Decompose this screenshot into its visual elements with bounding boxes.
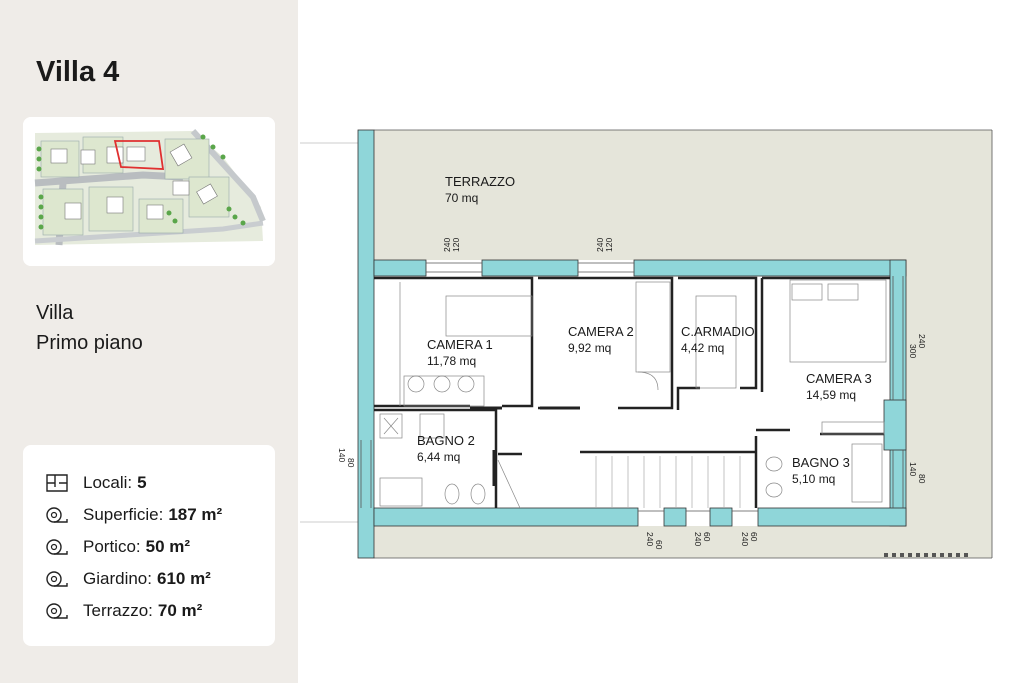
room-camera3-name: CAMERA 3 [806, 371, 872, 386]
info-value: 610 m² [156, 569, 211, 588]
dim-w1-top: 120 [451, 238, 461, 252]
terrace-strip [374, 526, 992, 558]
info-label: Locali: [83, 473, 133, 492]
sidebar: Villa 4 [0, 0, 298, 683]
room-camera2-name: CAMERA 2 [568, 324, 634, 339]
wall-right [889, 259, 907, 527]
dim-bot3-a: 60 [749, 532, 759, 542]
info-row-locali: Locali: 5 [45, 471, 147, 495]
wall-bottom-2 [663, 507, 687, 527]
wall-bottom-1 [373, 507, 639, 527]
dim-w2-bot: 240 [595, 238, 605, 252]
room-bagno2-name: BAGNO 2 [417, 433, 475, 448]
info-row-superficie: Superficie: 187 m² [45, 503, 222, 527]
measure-tape-icon [46, 571, 68, 587]
terrace-name: TERRAZZO [445, 174, 515, 189]
room-camera1-area: 11,78 mq [427, 354, 476, 368]
measure-tape-icon [46, 507, 68, 523]
info-label: Terrazzo: [83, 601, 153, 620]
room-bagno2-area: 6,44 mq [417, 450, 460, 464]
site-plan-card [23, 117, 275, 266]
info-card: Locali: 5 Superficie: 187 m² Portico: 50… [23, 445, 275, 646]
villa-type: Villa Primo piano [36, 298, 143, 358]
room-bagno3-area: 5,10 mq [792, 472, 835, 486]
dim-bot1-b: 240 [645, 532, 655, 546]
rooms-icon [46, 474, 68, 492]
info-value: 50 m² [145, 537, 191, 556]
info-label: Portico: [83, 537, 141, 556]
wall-bottom-3 [709, 507, 733, 527]
terrace-area-label: 70 mq [445, 191, 478, 205]
room-armadio-name: C.ARMADIO [681, 324, 755, 339]
terrace-area [374, 130, 992, 260]
dim-left-a: 80 [346, 458, 356, 468]
room-camera3-area: 14,59 mq [806, 388, 856, 402]
room-bagno3-name: BAGNO 3 [792, 455, 850, 470]
info-value: 5 [137, 473, 147, 492]
dim-bot2-b: 240 [693, 532, 703, 546]
dim-left-b: 140 [337, 448, 347, 462]
dim-right-top-a: 300 [908, 344, 918, 358]
dim-w1-bot: 240 [442, 238, 452, 252]
wall-left [357, 129, 375, 559]
floor-label: Primo piano [36, 332, 143, 354]
floor-plan: TERRAZZO 70 mq CAMERA 1 11,78 mq CAMERA … [300, 120, 1000, 570]
dim-bot3-b: 240 [740, 532, 750, 546]
site-plan-map [23, 117, 275, 266]
info-row-portico: Portico: 50 m² [45, 535, 190, 559]
floor-plan-drawing: TERRAZZO 70 mq CAMERA 1 11,78 mq CAMERA … [300, 129, 993, 559]
info-value: 70 m² [157, 601, 203, 620]
dim-bot1-a: 60 [654, 540, 664, 550]
info-value: 187 m² [168, 505, 223, 524]
wall-bottom-4 [757, 507, 907, 527]
room-armadio-area: 4,42 mq [681, 341, 724, 355]
dim-bot2-a: 60 [702, 532, 712, 542]
wall-top-3 [633, 259, 907, 277]
measure-tape-icon [46, 603, 68, 619]
wall-top-2 [481, 259, 579, 277]
villa-type-label: Villa [36, 302, 74, 324]
measure-tape-icon [46, 539, 68, 555]
dim-right-bot-a: 80 [917, 474, 927, 484]
dim-right-top-b: 240 [917, 334, 927, 348]
room-camera1-name: CAMERA 1 [427, 337, 493, 352]
room-camera2-area: 9,92 mq [568, 341, 611, 355]
info-label: Giardino: [83, 569, 152, 588]
info-label: Superficie: [83, 505, 164, 524]
dim-w2-top: 120 [604, 238, 614, 252]
info-row-giardino: Giardino: 610 m² [45, 567, 211, 591]
dim-right-bot-b: 140 [908, 462, 918, 476]
info-row-terrazzo: Terrazzo: 70 m² [45, 599, 202, 623]
villa-title: Villa 4 [36, 56, 120, 88]
wall-top-1 [373, 259, 427, 277]
